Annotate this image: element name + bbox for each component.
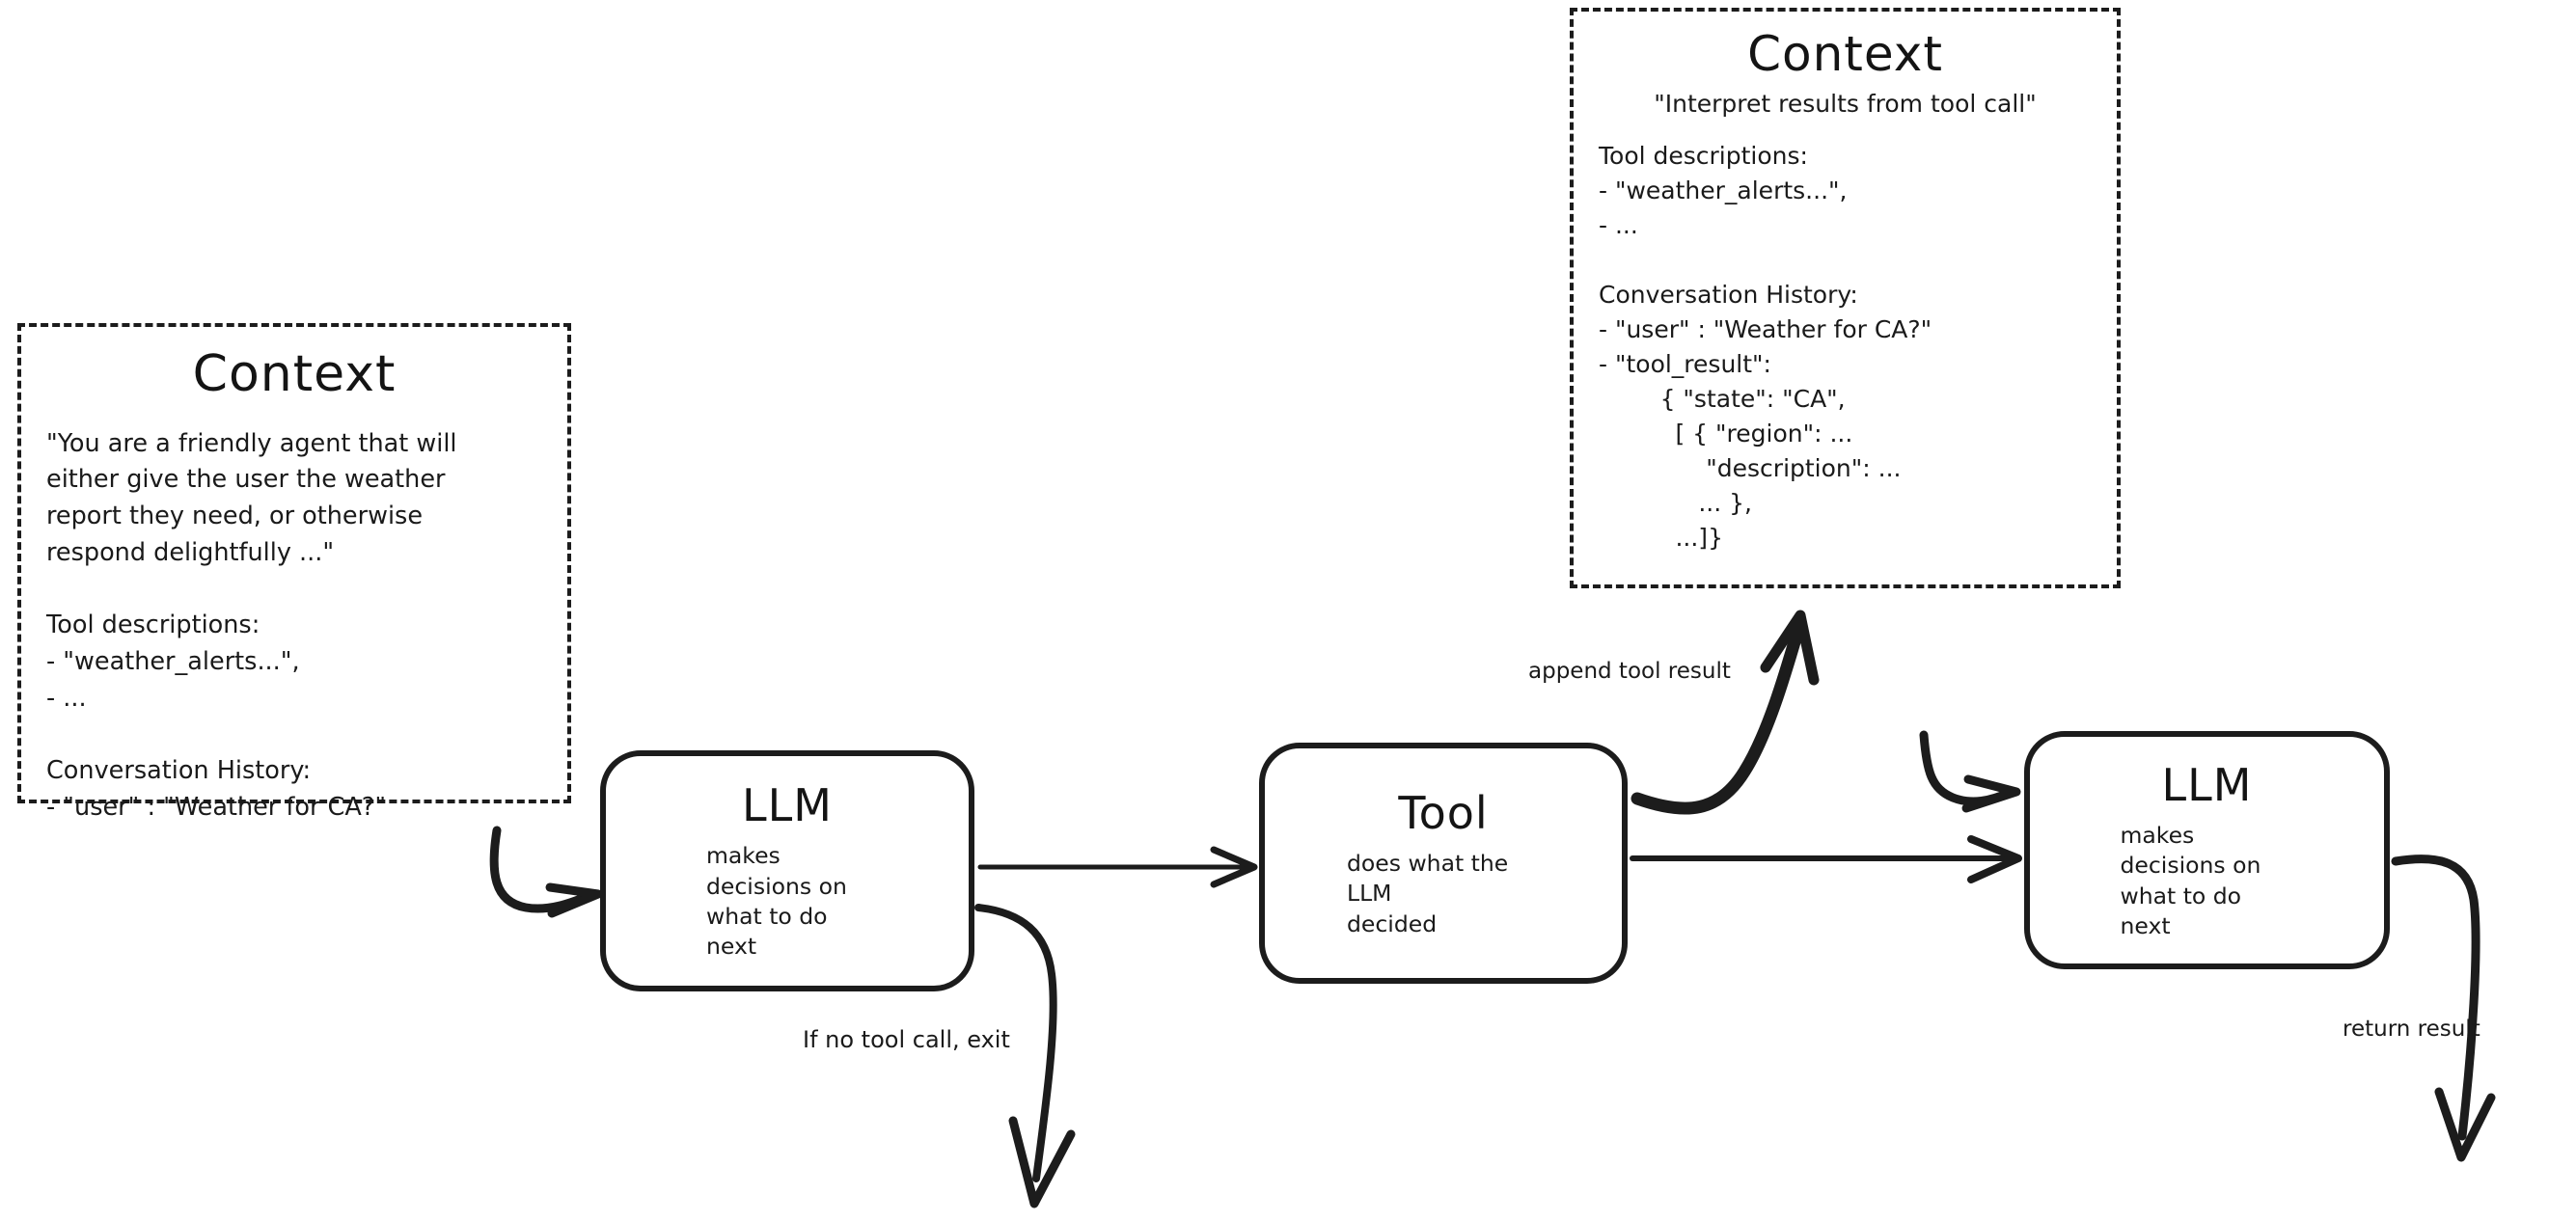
context-right-subtitle: "Interpret results from tool call" <box>1654 89 2037 118</box>
arrow-append-tool-result <box>1631 610 1820 815</box>
node-llm-first-title: LLM <box>742 779 833 832</box>
node-llm-first[interactable]: LLM makes decisions on what to do next <box>600 750 974 991</box>
context-box-left: Context "You are a friendly agent that w… <box>17 323 571 822</box>
node-llm-second[interactable]: LLM makes decisions on what to do next <box>2024 731 2390 969</box>
node-llm-first-subtitle: makes decisions on what to do next <box>706 842 847 961</box>
edge-label-append-tool-result: append tool result <box>1528 659 1731 684</box>
node-llm-second-title: LLM <box>2161 758 2253 811</box>
context-right-body: Tool descriptions: - "weather_alerts..."… <box>1599 141 1932 552</box>
arrow-return-result <box>2391 855 2496 1162</box>
node-tool[interactable]: Tool does what the LLM decided <box>1259 743 1628 984</box>
arrow-llm1-to-tool <box>977 846 1258 888</box>
arrow-llm1-exit <box>974 904 1076 1208</box>
node-llm-second-subtitle: makes decisions on what to do next <box>2120 821 2261 939</box>
arrow-tool-to-llm2 <box>1630 835 2022 883</box>
node-tool-title: Tool <box>1398 786 1489 839</box>
context-left-title: Context <box>192 345 397 403</box>
edge-label-return-result: return result <box>2343 1017 2480 1042</box>
node-tool-subtitle: does what the LLM decided <box>1347 849 1509 937</box>
arrow-context-to-llm2 <box>1919 730 2021 813</box>
context-left-body: "You are a friendly agent that will eith… <box>46 428 457 822</box>
context-box-right: Context "Interpret results from tool cal… <box>1570 8 2121 588</box>
context-right-title: Context <box>1747 26 1943 82</box>
edge-label-exit: If no tool call, exit <box>803 1026 1010 1053</box>
arrow-context-to-llm1 <box>489 826 603 918</box>
